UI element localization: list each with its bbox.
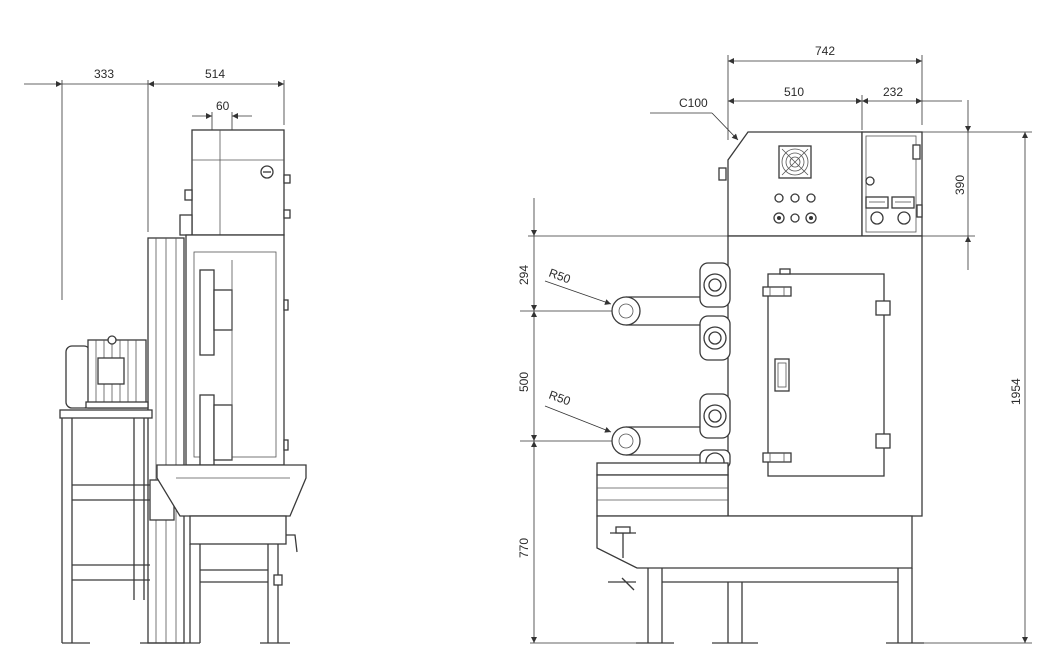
hopper-base bbox=[156, 464, 307, 644]
chamfer-label: C100 bbox=[679, 96, 708, 110]
radius-lower-label: R50 bbox=[547, 388, 573, 409]
roller-assembly bbox=[611, 262, 731, 472]
dim-60-label: 60 bbox=[216, 99, 230, 113]
right-top-dimensions: 742 510 232 C100 bbox=[650, 44, 962, 141]
indicator-light-1 bbox=[774, 193, 784, 203]
indicator-light-2 bbox=[790, 193, 800, 203]
frame-column bbox=[147, 237, 185, 644]
dim-510-label: 510 bbox=[784, 85, 804, 99]
upper-roller bbox=[611, 296, 641, 326]
fan-grille-icon bbox=[781, 148, 809, 176]
top-cabinet bbox=[179, 129, 291, 236]
right-side-dimensions: 390 1954 bbox=[915, 100, 1032, 644]
door-latch-top bbox=[875, 300, 891, 316]
main-body-front bbox=[727, 235, 923, 517]
left-side-dimensions-front: 294 500 770 R50 R50 bbox=[517, 198, 728, 644]
door-hinge-top bbox=[762, 286, 792, 297]
push-button-2 bbox=[790, 213, 800, 223]
dim-333-label: 333 bbox=[94, 67, 114, 81]
selector-switch-2 bbox=[897, 211, 911, 225]
dim-514-label: 514 bbox=[205, 67, 225, 81]
front-stand bbox=[636, 568, 924, 644]
control-cabinet bbox=[718, 131, 863, 237]
main-body-side bbox=[185, 234, 289, 466]
motor bbox=[65, 335, 149, 409]
dim-500-label: 500 bbox=[517, 372, 531, 392]
dim-1954-label: 1954 bbox=[1009, 378, 1023, 405]
dim-770-label: 770 bbox=[517, 538, 531, 558]
dim-294-label: 294 bbox=[517, 265, 531, 285]
door-latch-bottom bbox=[875, 433, 891, 449]
lower-roller bbox=[611, 426, 641, 456]
selector-switch-1 bbox=[870, 211, 884, 225]
indicator-light-3 bbox=[806, 193, 816, 203]
dim-390-label: 390 bbox=[953, 175, 967, 195]
left-side-view: 333 514 60 bbox=[24, 67, 307, 644]
dim-232-label: 232 bbox=[883, 85, 903, 99]
dim-742-label: 742 bbox=[815, 44, 835, 58]
front-hopper bbox=[596, 462, 913, 591]
door-hinge-bottom bbox=[762, 452, 792, 463]
electrical-box bbox=[861, 131, 923, 237]
right-front-view: 742 510 232 C100 390 1954 bbox=[517, 44, 1032, 644]
